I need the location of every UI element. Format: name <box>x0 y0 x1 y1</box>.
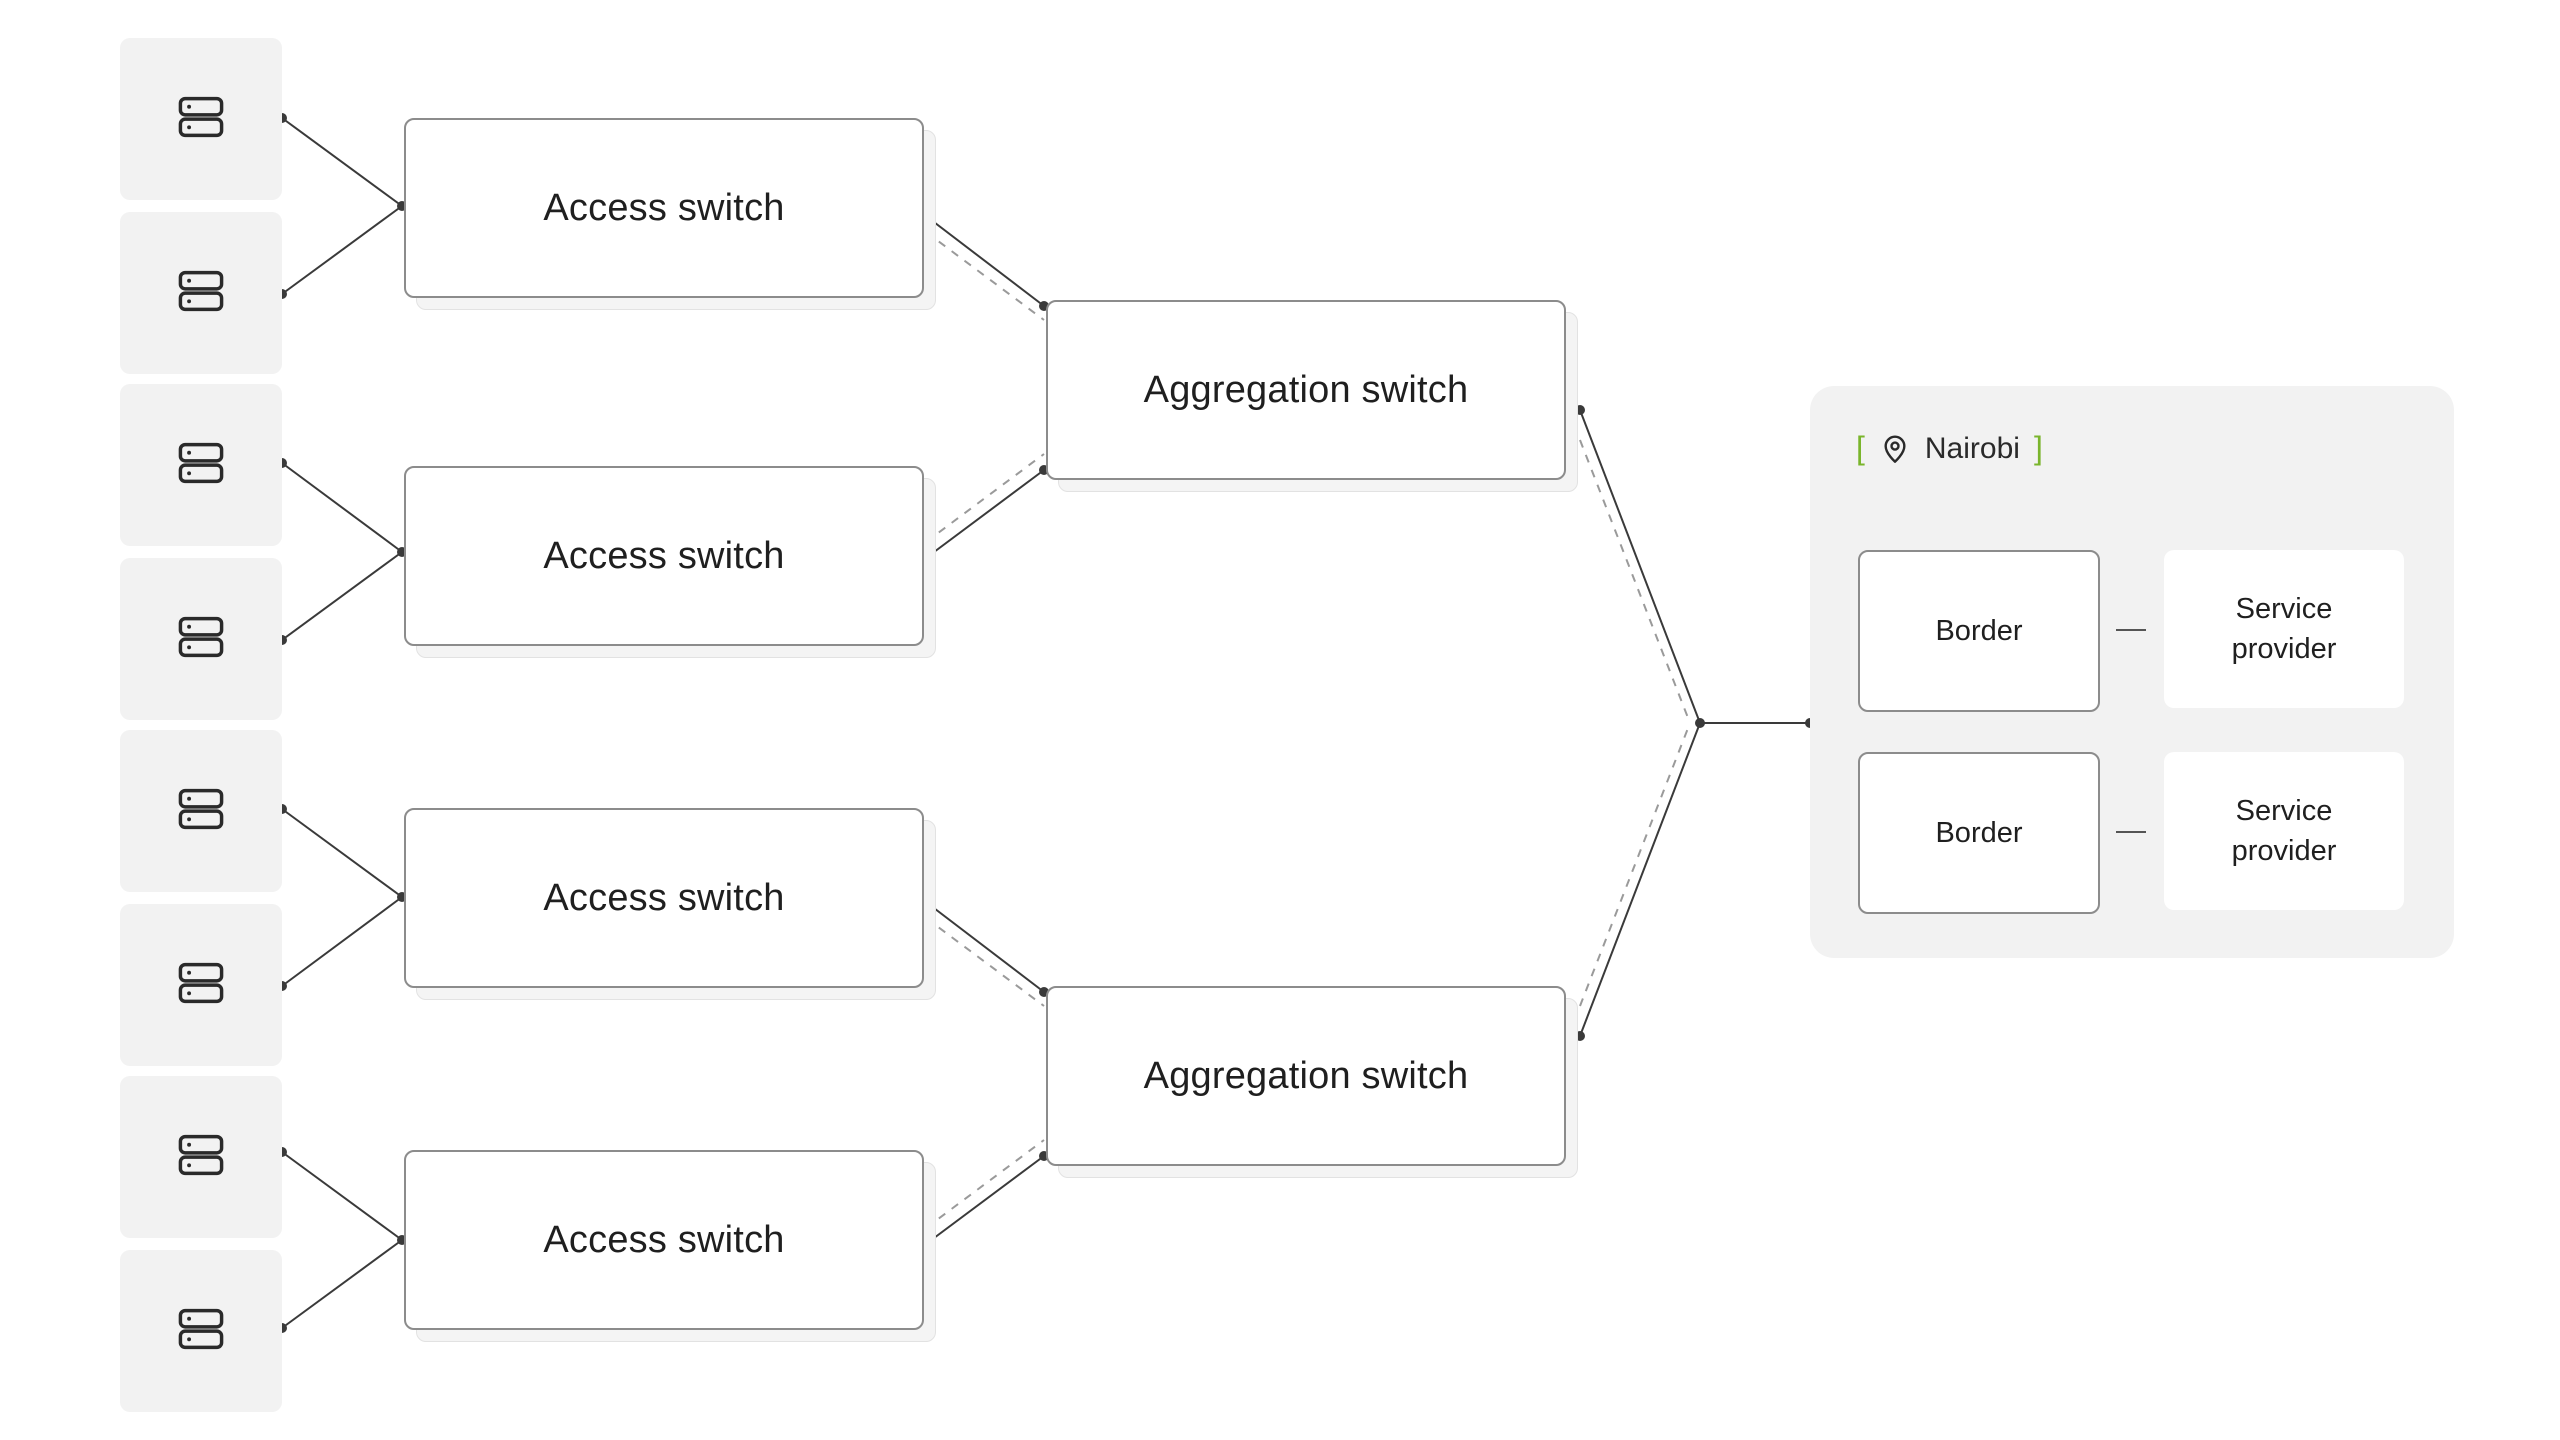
border-router: Border <box>1858 752 2100 914</box>
link-server5-access3 <box>281 808 403 898</box>
server-icon <box>175 1129 227 1186</box>
access-switch-label: Access switch <box>543 876 785 919</box>
backup-agg2-junction <box>1579 722 1691 1007</box>
aggregation-switch-card: Aggregation switch <box>1046 300 1566 480</box>
location-pin-icon <box>1879 433 1911 465</box>
border-provider-link <box>2116 629 2146 631</box>
link-server2-access1 <box>281 205 403 295</box>
access-switch: Access switch <box>404 808 936 1000</box>
backup-access3-agg2 <box>925 917 1045 1007</box>
access-switch: Access switch <box>404 466 936 658</box>
link-server4-access2 <box>281 551 403 641</box>
server-node <box>120 1076 282 1238</box>
access-switch-card: Access switch <box>404 1150 924 1330</box>
link-access4-agg2 <box>925 1155 1045 1245</box>
region-panel: [ Nairobi ] Border Service provider Bord… <box>1810 386 2454 958</box>
link-server1-access1 <box>281 117 403 207</box>
access-switch-card: Access switch <box>404 118 924 298</box>
aggregation-switch-label: Aggregation switch <box>1143 1054 1469 1097</box>
backup-access4-agg2 <box>925 1139 1045 1229</box>
server-icon <box>175 265 227 322</box>
server-icon <box>175 437 227 494</box>
server-node <box>120 558 282 720</box>
aggregation-switch: Aggregation switch <box>1046 986 1578 1178</box>
service-provider: Service provider <box>2164 752 2404 910</box>
server-icon <box>175 91 227 148</box>
access-switch-card: Access switch <box>404 808 924 988</box>
link-server8-access4 <box>281 1239 403 1329</box>
server-icon <box>175 783 227 840</box>
server-node <box>120 730 282 892</box>
aggregation-switch-card: Aggregation switch <box>1046 986 1566 1166</box>
link-server6-access3 <box>281 896 403 987</box>
server-icon <box>175 611 227 668</box>
link-access2-agg1 <box>925 469 1045 559</box>
region-bracket-open: [ <box>1856 430 1865 466</box>
redundant-links <box>925 231 1691 1229</box>
service-provider: Service provider <box>2164 550 2404 708</box>
backup-access1-agg1 <box>925 231 1045 321</box>
border-provider-link <box>2116 831 2146 833</box>
access-switch-label: Access switch <box>543 186 785 229</box>
server-node <box>120 212 282 374</box>
server-node <box>120 38 282 200</box>
access-switch-card: Access switch <box>404 466 924 646</box>
server-node <box>120 384 282 546</box>
access-switch-label: Access switch <box>543 1218 785 1261</box>
region-header: [ Nairobi ] <box>1856 430 2043 467</box>
border-router: Border <box>1858 550 2100 712</box>
solid-links <box>281 117 1810 1329</box>
aggregation-switch: Aggregation switch <box>1046 300 1578 492</box>
link-server3-access2 <box>281 462 403 553</box>
backup-access2-agg1 <box>925 453 1045 543</box>
access-switch: Access switch <box>404 118 936 310</box>
link-server7-access4 <box>281 1151 403 1241</box>
server-icon <box>175 957 227 1014</box>
aggregation-switch-label: Aggregation switch <box>1143 368 1469 411</box>
region-bracket-close: ] <box>2033 430 2043 466</box>
server-icon <box>175 1303 227 1360</box>
backup-agg1-junction <box>1579 439 1691 724</box>
link-agg2-junction <box>1579 722 1701 1037</box>
server-node <box>120 904 282 1066</box>
link-access1-agg1 <box>925 215 1045 307</box>
access-switch: Access switch <box>404 1150 936 1342</box>
link-access3-agg2 <box>925 901 1045 993</box>
access-switch-label: Access switch <box>543 534 785 577</box>
server-node <box>120 1250 282 1412</box>
region-name: Nairobi <box>1924 431 2020 465</box>
link-agg1-junction <box>1579 409 1701 724</box>
